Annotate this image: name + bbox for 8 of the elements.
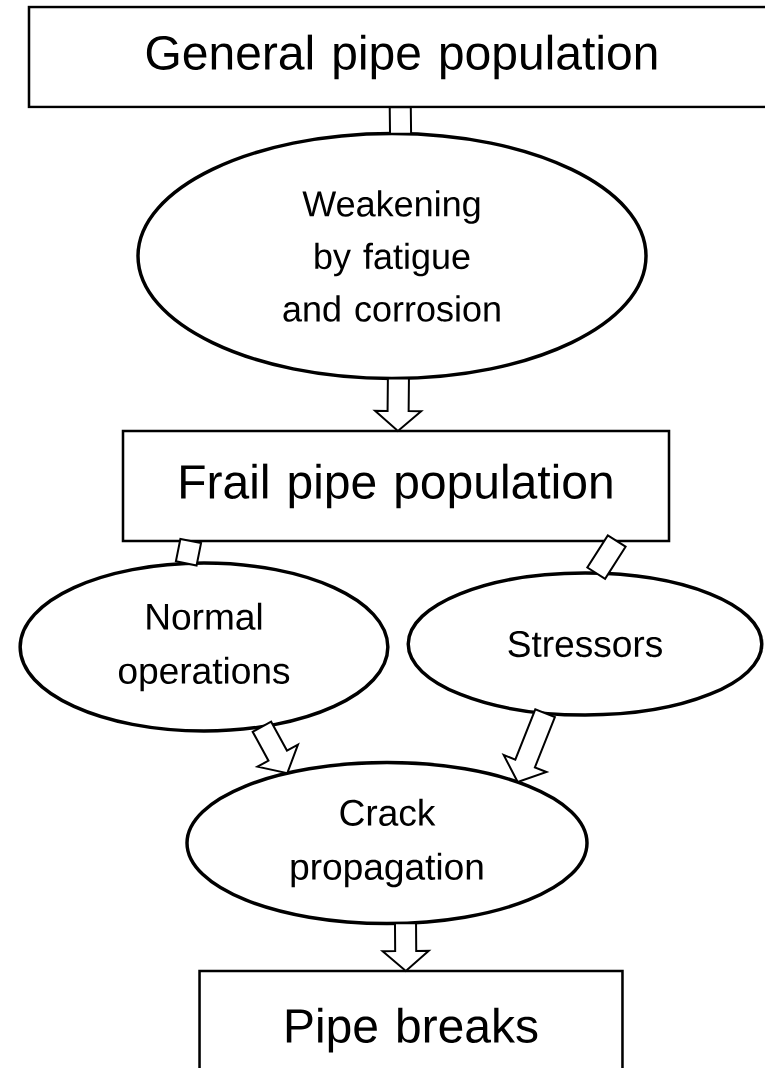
block-arrow (174, 537, 203, 567)
process-box: General pipe population (27, 5, 765, 109)
block-arrow (251, 720, 300, 775)
process-box: Frail pipe population (121, 429, 671, 543)
block-arrow (372, 377, 424, 433)
process-box: Pipe breaks (198, 969, 624, 1068)
block-arrow (388, 105, 413, 135)
block-arrow (379, 922, 432, 973)
